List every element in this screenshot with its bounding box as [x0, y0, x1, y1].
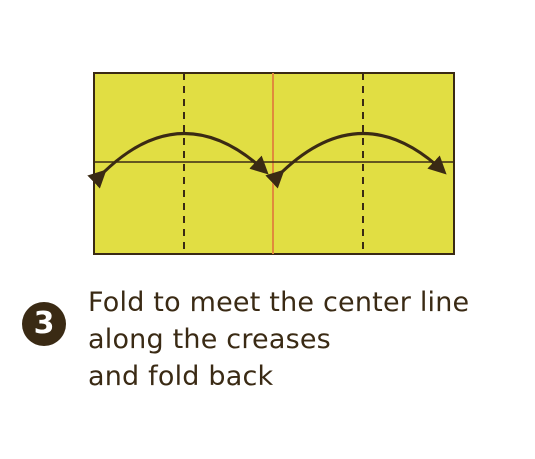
fold-arrow-left	[87, 132, 269, 189]
instruction-line-1: Fold to meet the center line	[88, 287, 470, 318]
step-number: 3	[33, 306, 55, 341]
folding-diagram	[87, 72, 455, 255]
instruction-text: Fold to meet the center line along the c…	[88, 284, 528, 395]
instruction-line-2: along the creases	[88, 324, 331, 355]
step-number-badge: 3	[22, 302, 66, 346]
instruction-line-3: and fold back	[88, 361, 274, 392]
fold-arrow-right	[265, 132, 447, 189]
